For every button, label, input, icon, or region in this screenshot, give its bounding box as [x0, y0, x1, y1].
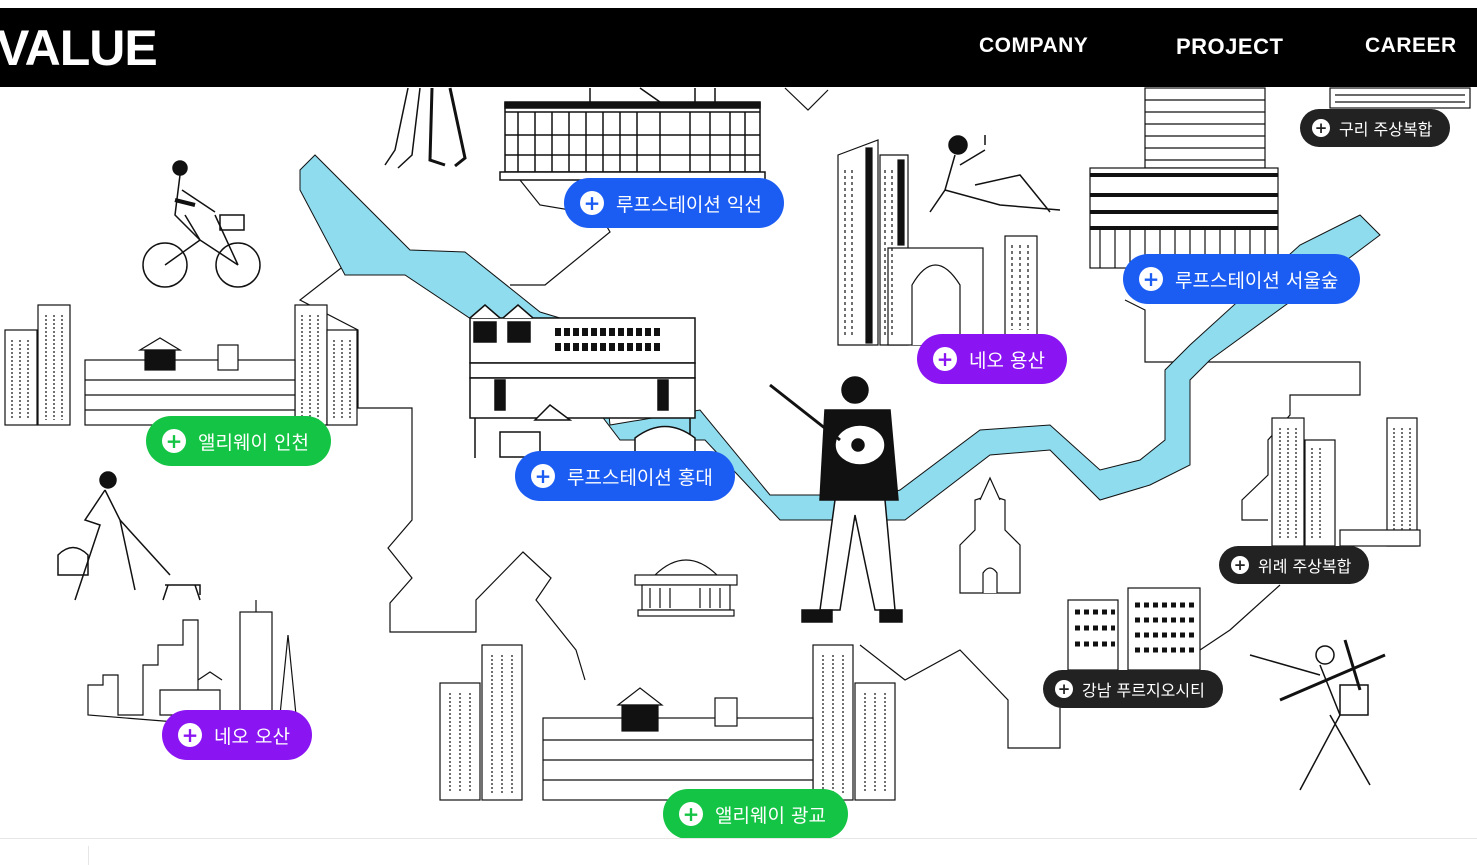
- plus-icon: +: [1312, 119, 1330, 137]
- project-map: + 루프스테이션 익선 + 구리 주상복합 + 루프스테이션 서울숲 + 네오 …: [0, 87, 1477, 839]
- project-pill-seoulsoop[interactable]: + 루프스테이션 서울숲: [1123, 254, 1361, 304]
- assembly-illustration: [634, 559, 738, 617]
- site-header: VALUE COMPANY PROJECT CAREER: [0, 8, 1477, 87]
- woman-with-dog-illustration: [57, 471, 201, 601]
- project-pill-gangnam[interactable]: + 강남 푸르지오시티: [1043, 670, 1223, 708]
- plus-icon: +: [1139, 267, 1163, 291]
- project-label: 네오 용산: [969, 349, 1045, 372]
- project-pill-yongsan[interactable]: + 네오 용산: [917, 334, 1067, 384]
- plus-icon: +: [1231, 556, 1249, 574]
- walkers-illustration: [384, 87, 467, 169]
- plus-icon: +: [531, 464, 555, 488]
- nav-project[interactable]: PROJECT: [1176, 34, 1284, 59]
- project-label: 강남 푸르지오시티: [1082, 681, 1205, 700]
- building-guri: [1329, 87, 1471, 109]
- nav-career[interactable]: CAREER: [1365, 34, 1457, 57]
- plus-icon: +: [162, 429, 186, 453]
- site-logo[interactable]: VALUE: [0, 20, 158, 76]
- footer-tick: [88, 846, 89, 865]
- building-seoulsoop: [1089, 87, 1279, 269]
- project-pill-hongdae[interactable]: + 루프스테이션 홍대: [515, 451, 735, 501]
- building-incheon: [4, 304, 358, 426]
- project-label: 앨리웨이 광교: [715, 804, 826, 827]
- plus-icon: +: [1055, 680, 1073, 698]
- building-ikseon: [499, 87, 766, 181]
- project-pill-ikseon[interactable]: + 루프스테이션 익선: [564, 178, 784, 228]
- project-pill-osan[interactable]: + 네오 오산: [162, 710, 312, 760]
- project-pill-incheon[interactable]: + 앨리웨이 인천: [146, 416, 331, 466]
- project-label: 구리 주상복합: [1339, 120, 1433, 139]
- project-label: 루프스테이션 익선: [616, 193, 762, 216]
- top-strip: [0, 0, 1477, 8]
- project-label: 위례 주상복합: [1258, 557, 1352, 576]
- building-osan: [87, 600, 297, 726]
- cyclist-illustration: [142, 160, 261, 288]
- building-yongsan: [837, 139, 1038, 346]
- project-pill-wirye[interactable]: + 위례 주상복합: [1219, 546, 1370, 584]
- building-wirye: [1271, 417, 1421, 547]
- painter-illustration: [1249, 639, 1386, 791]
- project-pill-gwanggyo[interactable]: + 앨리웨이 광교: [663, 789, 848, 839]
- district-boundaries: [298, 87, 1361, 749]
- project-label: 루프스테이션 서울숲: [1175, 269, 1339, 292]
- footer-divider: [0, 838, 1477, 839]
- project-label: 네오 오산: [214, 725, 290, 748]
- guitarist-illustration: [769, 376, 903, 623]
- plus-icon: +: [679, 802, 703, 826]
- plus-icon: +: [933, 347, 957, 371]
- building-gangnam: [1067, 587, 1201, 671]
- castle-illustration: [959, 476, 1021, 594]
- map-illustration: [4, 87, 1471, 801]
- building-hongdae: [469, 304, 696, 459]
- reclining-woman-illustration: [929, 135, 1061, 213]
- project-label: 루프스테이션 홍대: [567, 466, 713, 489]
- plus-icon: +: [580, 191, 604, 215]
- nav-company[interactable]: COMPANY: [979, 34, 1089, 57]
- building-gwanggyo: [439, 644, 896, 801]
- plus-icon: +: [178, 723, 202, 747]
- project-pill-guri[interactable]: + 구리 주상복합: [1300, 109, 1451, 147]
- project-label: 앨리웨이 인천: [198, 431, 309, 454]
